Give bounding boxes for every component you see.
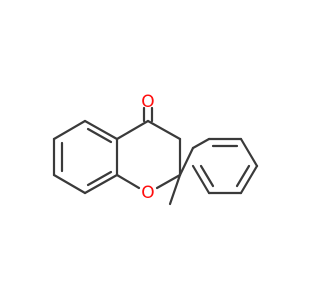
bond: [115, 173, 141, 190]
bond: [146, 119, 182, 141]
bond: [191, 137, 211, 150]
bond: [52, 173, 87, 195]
bond: [239, 164, 259, 195]
bond: [83, 119, 119, 141]
pyranone-ring: [115, 119, 182, 190]
aromatic-inner-bond: [86, 127, 113, 144]
bond: [115, 119, 150, 141]
fused-benzene-ring: [52, 119, 119, 195]
substituents: [168, 146, 195, 206]
bond: [83, 173, 119, 195]
bond: [191, 164, 211, 195]
aromatic-inner-bond: [199, 164, 215, 188]
aromatic-inner-bond: [235, 164, 251, 188]
carbonyl-oxygen-label: O: [141, 92, 154, 112]
structure-canvas: O O: [52, 92, 259, 206]
bond: [239, 137, 259, 168]
molecule-drawing: O O: [52, 92, 259, 206]
phenyl-ring: [191, 137, 259, 195]
ring-oxygen-label: O: [141, 183, 154, 203]
bond: [178, 146, 195, 177]
bond: [52, 119, 87, 141]
aromatic-inner-bond: [86, 170, 113, 187]
bond: [155, 173, 182, 190]
carbonyl-group: [142, 106, 154, 123]
methyl-bond: [168, 173, 182, 206]
